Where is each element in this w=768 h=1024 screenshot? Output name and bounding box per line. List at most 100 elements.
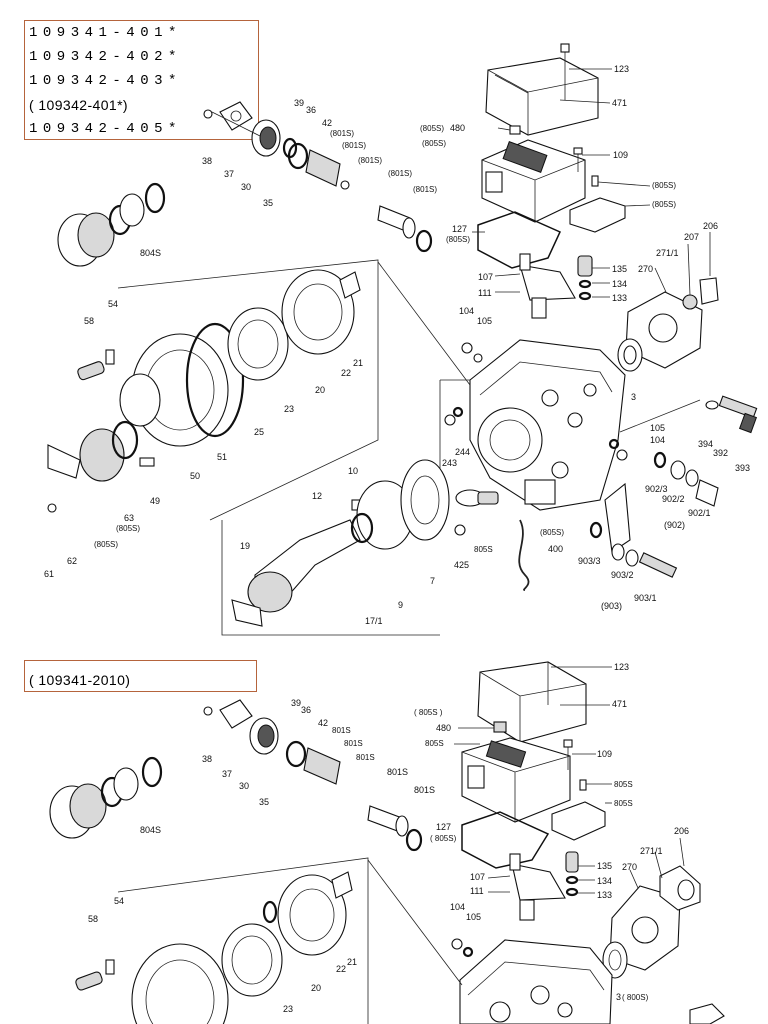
drive-shaft [231,459,450,627]
plug-104 [451,938,463,950]
callout-label: 61 [44,569,54,579]
callout-label: 109 [613,150,628,160]
wire-400 [518,519,530,591]
part-number-box-bottom: 109341-205 ( 109341-2010) [24,660,257,692]
callout-label: 903/2 [611,570,634,580]
callout-label: 133 [612,293,627,303]
callout-label: 123 [614,64,629,74]
callout-label: 39 [294,98,304,108]
callout-label: 105 [650,423,665,433]
callout-label: 271/1 [640,846,663,856]
callout-label: 35 [263,198,273,208]
callout-label: 39 [291,698,301,708]
screw-109 [573,147,610,172]
callout-label: 20 [311,983,321,993]
callout-label: 23 [284,404,294,414]
valve-stack-135 [565,851,595,897]
callout-label: 134 [612,279,627,289]
callout-label: (805S) [652,181,676,190]
connector-805s [551,779,612,841]
boundary-lines-bottom [117,857,463,1024]
callout-label: 54 [108,299,118,309]
callout-label: 21 [347,957,357,967]
callout-label: 393 [735,463,750,473]
ecu-module [481,125,586,223]
callout-label: 425 [454,560,469,570]
screw-393 [689,1003,725,1024]
callout-label: 471 [612,98,627,108]
callout-label: 805S [474,545,493,554]
callout-label: 20 [315,385,325,395]
callout-label: 271/1 [656,248,679,258]
callout-label: 23 [283,1004,293,1014]
callout-label: (903) [601,601,622,611]
callout-label: 902/1 [688,508,711,518]
plug-104 [461,342,473,354]
callout-label: 400 [548,544,563,554]
callout-label: 805S [425,739,444,748]
callout-label: 127 [436,822,451,832]
callout-label: 105 [477,316,492,326]
callout-label: (805S) [652,200,676,209]
callout-label: 903/1 [634,593,657,603]
callout-label: 54 [114,896,124,906]
callout-label: 135 [612,264,627,274]
callout-label: ( 800S) [622,993,649,1002]
callout-label: 10 [348,466,358,476]
callout-label: 104 [459,306,474,316]
callout-label: 801S [387,767,408,777]
callout-label: 804S [140,248,161,258]
bottom-exploded-view: 123 471 ( 805S ) 480 805S 109 805S 805S … [49,661,725,1024]
callout-label: 804S [140,825,161,835]
callout-label: 30 [239,781,249,791]
ecu-cover [485,43,612,136]
part-number-line: 109342-402* [29,49,182,65]
callout-label: 243 [442,458,457,468]
callout-label: 111 [470,886,484,896]
callout-label: 22 [336,964,346,974]
callout-label: 207 [684,232,699,242]
callout-label: 394 [698,439,713,449]
callout-label: (902) [664,520,685,530]
callout-label: (801S) [330,129,354,138]
callout-label: 111 [478,288,492,298]
bracket-54-58 [77,349,115,381]
callout-label: 471 [612,699,627,709]
callout-label: 107 [470,872,485,882]
fitting-902 [619,399,719,507]
callout-label: 109 [597,749,612,759]
callout-label: 270 [638,264,653,274]
callout-label: 9 [398,600,403,610]
callout-label: 902/3 [645,484,668,494]
o-ring-244 [452,406,464,418]
callout-label: (805S) [116,524,140,533]
flange-assembly [602,837,701,979]
callout-label: 25 [254,427,264,437]
callout-label: 38 [202,156,212,166]
callout-label: 38 [202,754,212,764]
part-number-line: 109341-401* [29,25,182,41]
callout-label: 270 [622,862,637,872]
callout-label: (805S) [94,540,118,549]
callout-label: 801S [356,753,375,762]
callout-label: 104 [650,435,665,445]
callout-label: 805S [614,780,633,789]
callout-label: (801S) [388,169,412,178]
callout-label: 105 [466,912,481,922]
callout-label: 51 [217,452,227,462]
part-number-line: ( 109341-2010) [29,672,131,688]
pump-housing [459,939,613,1024]
callout-label: 12 [312,491,322,501]
callout-label: 17/1 [365,616,383,626]
callout-label: (801S) [342,141,366,150]
part-number-line: ( 109342-401*) [29,97,128,113]
governor-parts [203,699,423,852]
top-exploded-view: 123 471 (805S) 480 (805S) 109 (805S) (80… [44,43,758,636]
callout-label: 123 [614,662,629,672]
flange-assembly [617,232,719,372]
washer-105 [462,946,474,958]
callout-label: 244 [455,447,470,457]
part-number-line: 109342-403* [29,73,182,89]
